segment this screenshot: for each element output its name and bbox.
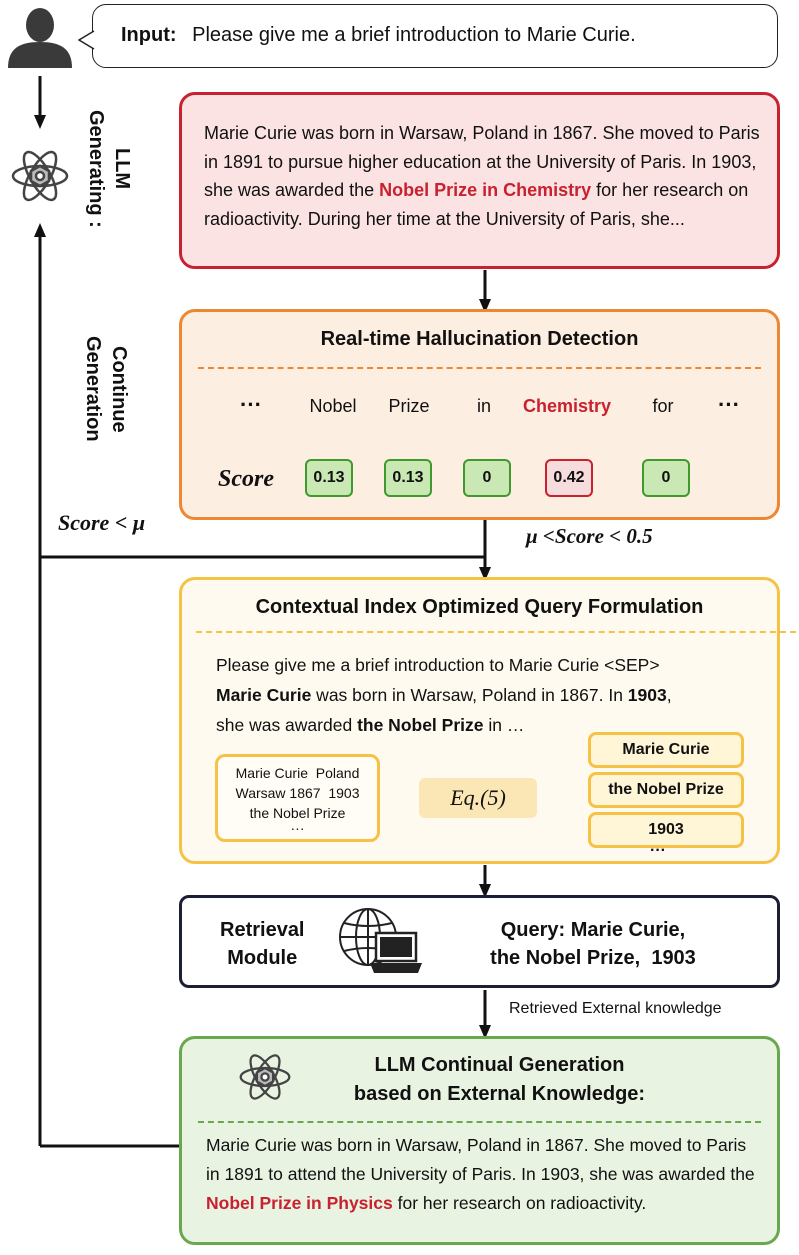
token-in: in	[476, 396, 491, 416]
score-in: 0	[463, 459, 511, 497]
llm-generating-label: LLM Generating :	[85, 110, 133, 228]
selected-keyword-3: 1903	[588, 812, 744, 848]
user-icon	[8, 8, 72, 68]
query-title: Contextual Index Optimized Query Formula…	[255, 596, 704, 618]
query-line-1: Please give me a brief introduction to M…	[216, 655, 660, 675]
token-chemistry: Chemistry	[522, 396, 612, 416]
input-label: Input	[121, 24, 170, 46]
globe-computer-icon	[339, 908, 422, 973]
retrieval-box: Retrieval Module Query: Marie Curie, the…	[179, 895, 780, 988]
selected-keyword-2: the Nobel Prize	[588, 772, 744, 808]
retrieval-query: Query: Marie Curie, the Nobel Prize, 190…	[490, 919, 696, 969]
query-divider	[196, 631, 796, 633]
mu-lt-score-label: μ <Score < 0.5	[526, 524, 653, 548]
candidate-line-1: Marie Curie Poland	[235, 765, 360, 781]
input-text: Please give me a brief introduction to M…	[192, 24, 636, 46]
score-nobel: 0.13	[305, 459, 353, 497]
continue-generation-label: Continue Generation	[82, 336, 130, 442]
continual-text: Marie Curie was born in Warsaw, Poland i…	[206, 1135, 755, 1213]
candidate-line-3: the Nobel Prize	[249, 805, 346, 821]
score-label: Score	[218, 466, 274, 492]
continual-highlight: Nobel Prize in Physics	[206, 1193, 393, 1213]
retrieved-knowledge-label: Retrieved External knowledge	[509, 1000, 722, 1017]
detection-title: Real-time Hallucination Detection	[320, 328, 639, 350]
generation-text: Marie Curie was born in Warsaw, Poland i…	[204, 123, 760, 229]
token-nobel: Nobel	[309, 396, 357, 416]
retrieval-label: Retrieval Module	[220, 919, 305, 969]
continual-atom-icon	[239, 1054, 291, 1100]
ellipsis-left: ···	[240, 392, 262, 417]
input-bubble: Input: Please give me a brief introducti…	[92, 4, 778, 68]
continual-divider	[198, 1121, 761, 1123]
continual-title: LLM Continual Generation based on Extern…	[353, 1054, 646, 1105]
generation-box: Marie Curie was born in Warsaw, Poland i…	[179, 92, 780, 269]
score-chemistry: 0.42	[545, 459, 593, 497]
candidate-line-4: ···	[290, 820, 305, 836]
detection-divider	[198, 367, 761, 369]
candidate-line-2: Warsaw 1867 1903	[235, 785, 360, 801]
score-prize: 0.13	[384, 459, 432, 497]
token-prize: Prize	[388, 396, 430, 416]
query-line-3: she was awarded the Nobel Prize in …	[216, 715, 525, 735]
query-text: Please give me a brief introduction to M…	[216, 650, 672, 740]
ellipsis-right: ···	[718, 392, 740, 417]
token-for: for	[652, 396, 674, 416]
selected-keyword-1: Marie Curie	[588, 732, 744, 768]
generation-highlight: Nobel Prize in Chemistry	[379, 180, 592, 200]
bubble-tail	[78, 30, 95, 50]
equation-box: Eq.(5)	[419, 778, 537, 818]
candidate-keywords-box: Marie Curie Poland Warsaw 1867 1903 the …	[215, 754, 380, 842]
score-for: 0	[642, 459, 690, 497]
selected-more: ···	[650, 842, 666, 859]
query-line-2: Marie Curie was born in Warsaw, Poland i…	[216, 685, 672, 705]
llm-atom-icon	[11, 150, 69, 202]
score-lt-mu-label: Score < μ	[58, 510, 146, 535]
input-sep: :	[169, 24, 177, 46]
